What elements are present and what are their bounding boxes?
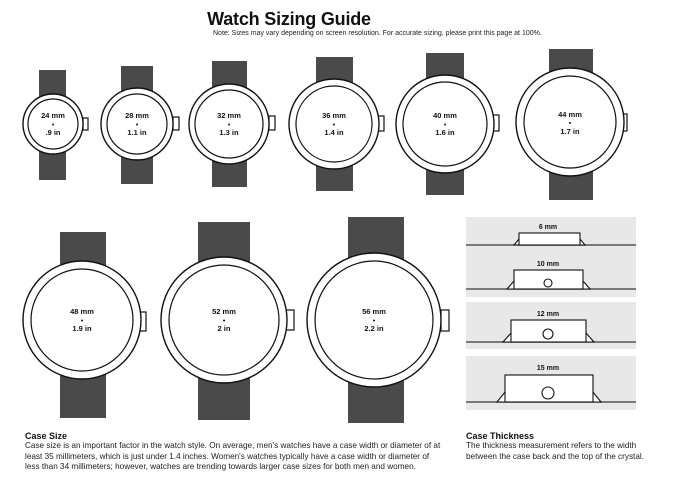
watch-28mm: 28 mm 1.1 in [100,66,180,184]
watch-40mm: 40 mm 1.6 in [395,53,500,195]
watch-inch-label: 1.7 in [560,127,580,136]
watch-center-dot [373,319,375,322]
watch-center-dot [569,122,571,124]
watch-inch-label: 1.1 in [127,128,147,137]
watch-44mm: 44 mm 1.7 in [515,49,628,200]
watch-crown [82,117,89,131]
watch-48mm: 48 mm 1.9 in [22,232,147,418]
watch-32mm: 32 mm 1.3 in [188,61,276,187]
watch-crown [440,309,450,332]
watch-mm-label: 48 mm [70,307,94,316]
thickness-label: 12 mm [537,311,559,318]
watch-mm-label: 44 mm [558,110,582,119]
watch-inch-label: 1.6 in [435,128,455,137]
watch-center-dot [228,123,230,126]
watch-crown [268,115,276,131]
watch-mm-label: 56 mm [362,307,386,316]
case-thickness-title: Case Thickness [466,431,535,441]
watch-center-dot [52,123,54,126]
thickness-15mm: 15 mm [466,356,636,410]
watch-mm-label: 28 mm [125,111,149,120]
watch-inch-label: 2 in [218,324,231,333]
crown-circle [543,278,553,288]
thickness-label: 6 mm [539,224,557,231]
watch-center-dot [136,123,138,126]
case-thickness-body: The thickness measurement refers to the … [466,441,644,461]
watch-inch-label: 1.9 in [72,324,92,333]
thickness-label: 10 mm [537,261,559,268]
watch-inch-label: 1.4 in [324,128,344,137]
thickness-6mm: 6 mm [466,217,636,260]
watch-crown [172,116,180,131]
watch-center-dot [223,319,225,322]
watch-mm-label: 24 mm [41,111,65,120]
watch-mm-label: 52 mm [212,307,236,316]
page-title: Watch Sizing Guide [207,9,371,29]
watch-mm-label: 40 mm [433,111,457,120]
crown-circle [541,386,555,400]
watch-24mm: 24 mm .9 in [22,70,89,180]
watch-mm-label: 32 mm [217,111,241,120]
watch-52mm: 52 mm 2 in [160,222,295,420]
thickness-label: 15 mm [537,365,559,372]
print-note: Note: Sizes may vary depending on screen… [213,30,542,37]
watch-center-dot [333,123,335,126]
watch-56mm: 56 mm 2.2 in [306,217,450,423]
thickness-12mm: 12 mm [466,302,636,349]
watch-inch-label: 2.2 in [364,324,384,333]
watch-center-dot [81,319,83,322]
watch-36mm: 36 mm 1.4 in [288,57,385,191]
watch-mm-label: 36 mm [322,111,346,120]
watch-inch-label: 1.3 in [219,128,239,137]
case-size-body: Case size is an important factor in the … [25,441,441,472]
crown-circle [542,328,554,340]
case-size-title: Case Size [25,431,68,441]
watch-inch-label: .9 in [45,128,60,137]
case-profile [518,232,581,246]
watch-center-dot [444,123,446,126]
thickness-10mm: 10 mm [466,254,636,297]
